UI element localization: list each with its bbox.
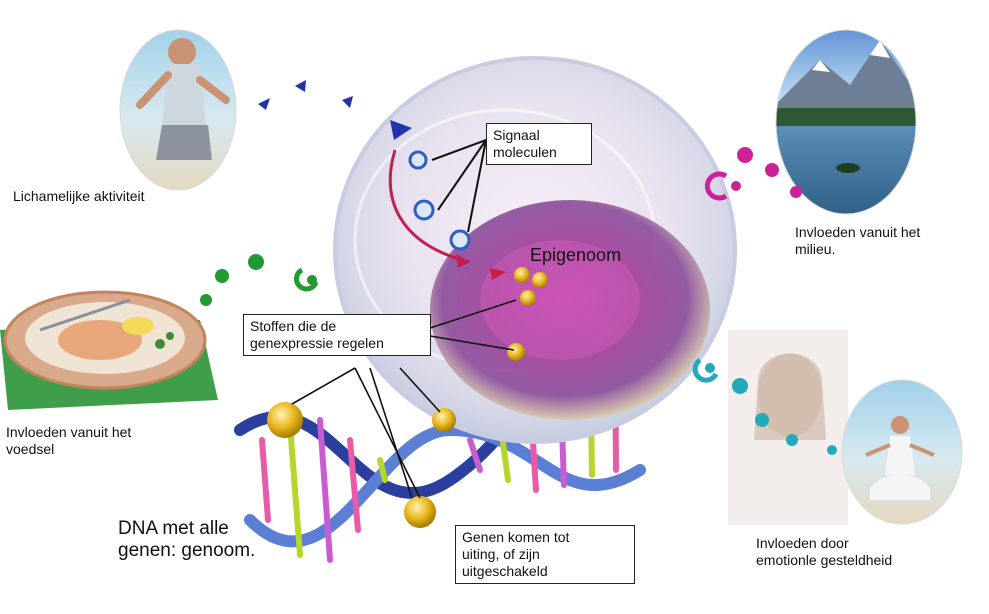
food-photo: [0, 290, 218, 410]
yoga-photo: [841, 379, 963, 525]
label-physical-activity: Lichamelijke aktiviteit: [13, 188, 145, 204]
label-food: Invloeden vanuit het voedsel: [6, 424, 132, 457]
food-markers: [200, 254, 319, 306]
runner-photo: [119, 29, 237, 191]
regulator-dots: [267, 267, 548, 528]
box-genes-expression: Genen komen tot uiting, of zijn uitgesch…: [455, 525, 635, 584]
box-expression-regulators: Stoffen die de genexpressie regelen: [243, 314, 431, 356]
emotion-photo-woman: [728, 330, 848, 525]
activity-markers: [258, 80, 353, 110]
label-environment: Invloeden vanuit het milieu.: [795, 224, 921, 257]
regulator-pointer-lines: [291, 299, 517, 499]
label-dna-genome: DNA met alle genen: genoom.: [118, 518, 256, 561]
emotion-markers: [692, 357, 837, 455]
signal-molecules: [390, 120, 489, 251]
box-signal-molecules: Signaal moleculen: [486, 123, 592, 165]
cell: [333, 56, 737, 444]
environment-markers: [704, 147, 802, 201]
label-epigenome: Epigenoom: [530, 245, 622, 265]
label-emotion: Invloeden door emotionle gesteldheid: [756, 535, 893, 568]
